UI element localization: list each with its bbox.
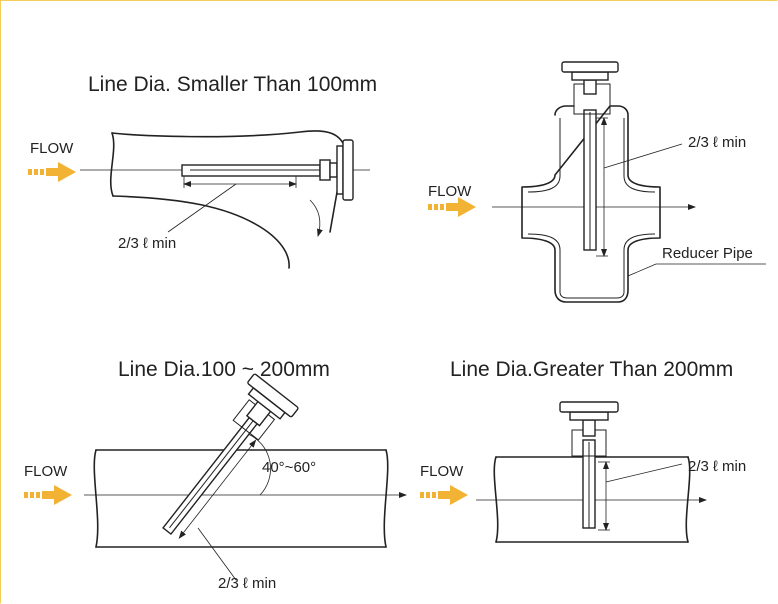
pipe-3-break-left — [93, 449, 99, 548]
panel-greater-200: Line Dia.Greater Than 200mm FLOW 2/3 ℓ m… — [420, 358, 746, 543]
angle-arc — [247, 433, 271, 496]
pipe-3-break-right — [383, 449, 389, 548]
panel-smaller-100: Line Dia. Smaller Than 100mm FLOW 2/3 ℓ … — [28, 73, 377, 269]
elbow-pipe-outer — [111, 130, 346, 148]
reducer-pipe-label: Reducer Pipe — [662, 245, 753, 262]
flow-label-4: FLOW — [420, 463, 464, 480]
pipe-4-break-right — [685, 456, 691, 543]
fitting-1 — [319, 159, 331, 181]
dial-head-4 — [559, 401, 619, 413]
panel-100-200: Line Dia.100 ~ 200mm FLOW 40°~60° 2/3 ℓ … — [24, 358, 407, 592]
neck-4 — [582, 419, 596, 437]
dimension-line-3 — [178, 439, 257, 539]
flow-label-2: FLOW — [428, 183, 472, 200]
dial-flange-4 — [569, 411, 609, 421]
elbow-pipe-break — [109, 132, 115, 197]
flow-arrow-4 — [420, 485, 468, 505]
dial-flange-2 — [571, 71, 609, 81]
probe-core-3 — [169, 420, 254, 529]
elbow-curve-arrow — [309, 199, 323, 237]
angle-label: 40°~60° — [262, 459, 316, 476]
reducer-pipe-inner — [527, 118, 656, 299]
reducer-pipe-body — [521, 105, 661, 303]
dial-head-2 — [561, 61, 619, 73]
title-smaller-100: Line Dia. Smaller Than 100mm — [88, 73, 377, 96]
pipe-4-break-left — [493, 456, 499, 543]
leader-reducer — [627, 263, 657, 277]
title-greater-200: Line Dia.Greater Than 200mm — [450, 358, 733, 381]
dial-head-3 — [247, 373, 299, 418]
leader-4 — [605, 463, 683, 483]
flow-label-1: FLOW — [30, 140, 74, 157]
length-label-3: 2/3 ℓ min — [218, 575, 276, 592]
neck-2 — [583, 79, 597, 95]
flow-label-3: FLOW — [24, 463, 68, 480]
dial-flange-1 — [336, 145, 344, 195]
flow-arrow-2 — [428, 197, 476, 217]
length-label-2: 2/3 ℓ min — [688, 134, 746, 151]
title-100-200: Line Dia.100 ~ 200mm — [118, 358, 330, 381]
leader-3 — [197, 527, 237, 581]
length-label-1: 2/3 ℓ min — [118, 235, 176, 252]
flow-arrow-3 — [24, 485, 72, 505]
length-label-4: 2/3 ℓ min — [688, 458, 746, 475]
neck-1 — [329, 162, 338, 178]
leader-2 — [603, 143, 683, 169]
leader-1 — [167, 183, 237, 233]
dial-head-1 — [342, 139, 354, 201]
flow-arrow-1 — [28, 162, 76, 182]
panel-reducer: FLOW 2/3 ℓ min Reducer Pipe — [428, 61, 766, 303]
elbow-pipe-inner — [112, 195, 290, 269]
angled-thermowell — [162, 373, 299, 539]
